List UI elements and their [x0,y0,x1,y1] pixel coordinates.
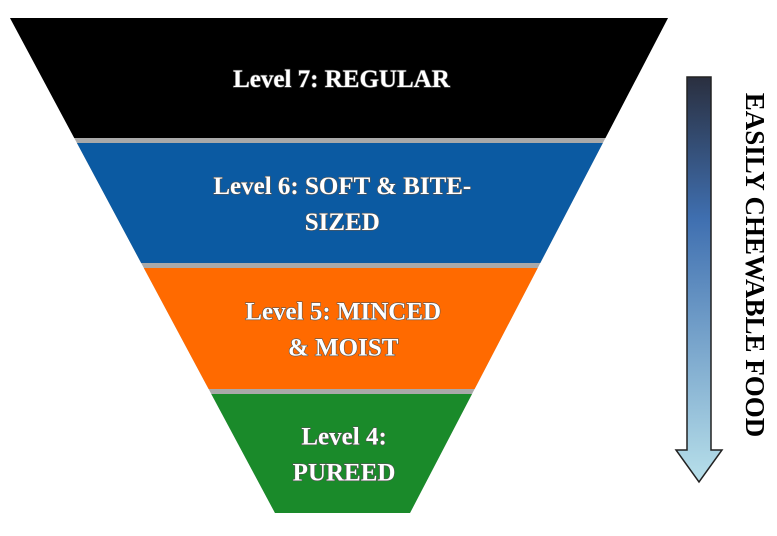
level-label: Level 4: [301,424,386,451]
level-label: Level 7: REGULAR [233,66,451,93]
funnel-separator [10,18,668,513]
level-label: PUREED [293,460,396,487]
level-label: SIZED [305,209,380,236]
down-arrow-icon [674,76,724,484]
side-label: EASILY CHEWABLE FOOD [740,93,770,438]
level-label: Level 6: SOFT & BITE- [213,173,471,200]
level-band-6 [76,143,603,263]
level-band-4 [211,394,473,513]
level-band-7 [10,18,668,138]
level-band-5 [143,268,538,389]
level-label: & MOIST [288,335,399,362]
level-label: Level 5: MINCED [245,299,441,326]
